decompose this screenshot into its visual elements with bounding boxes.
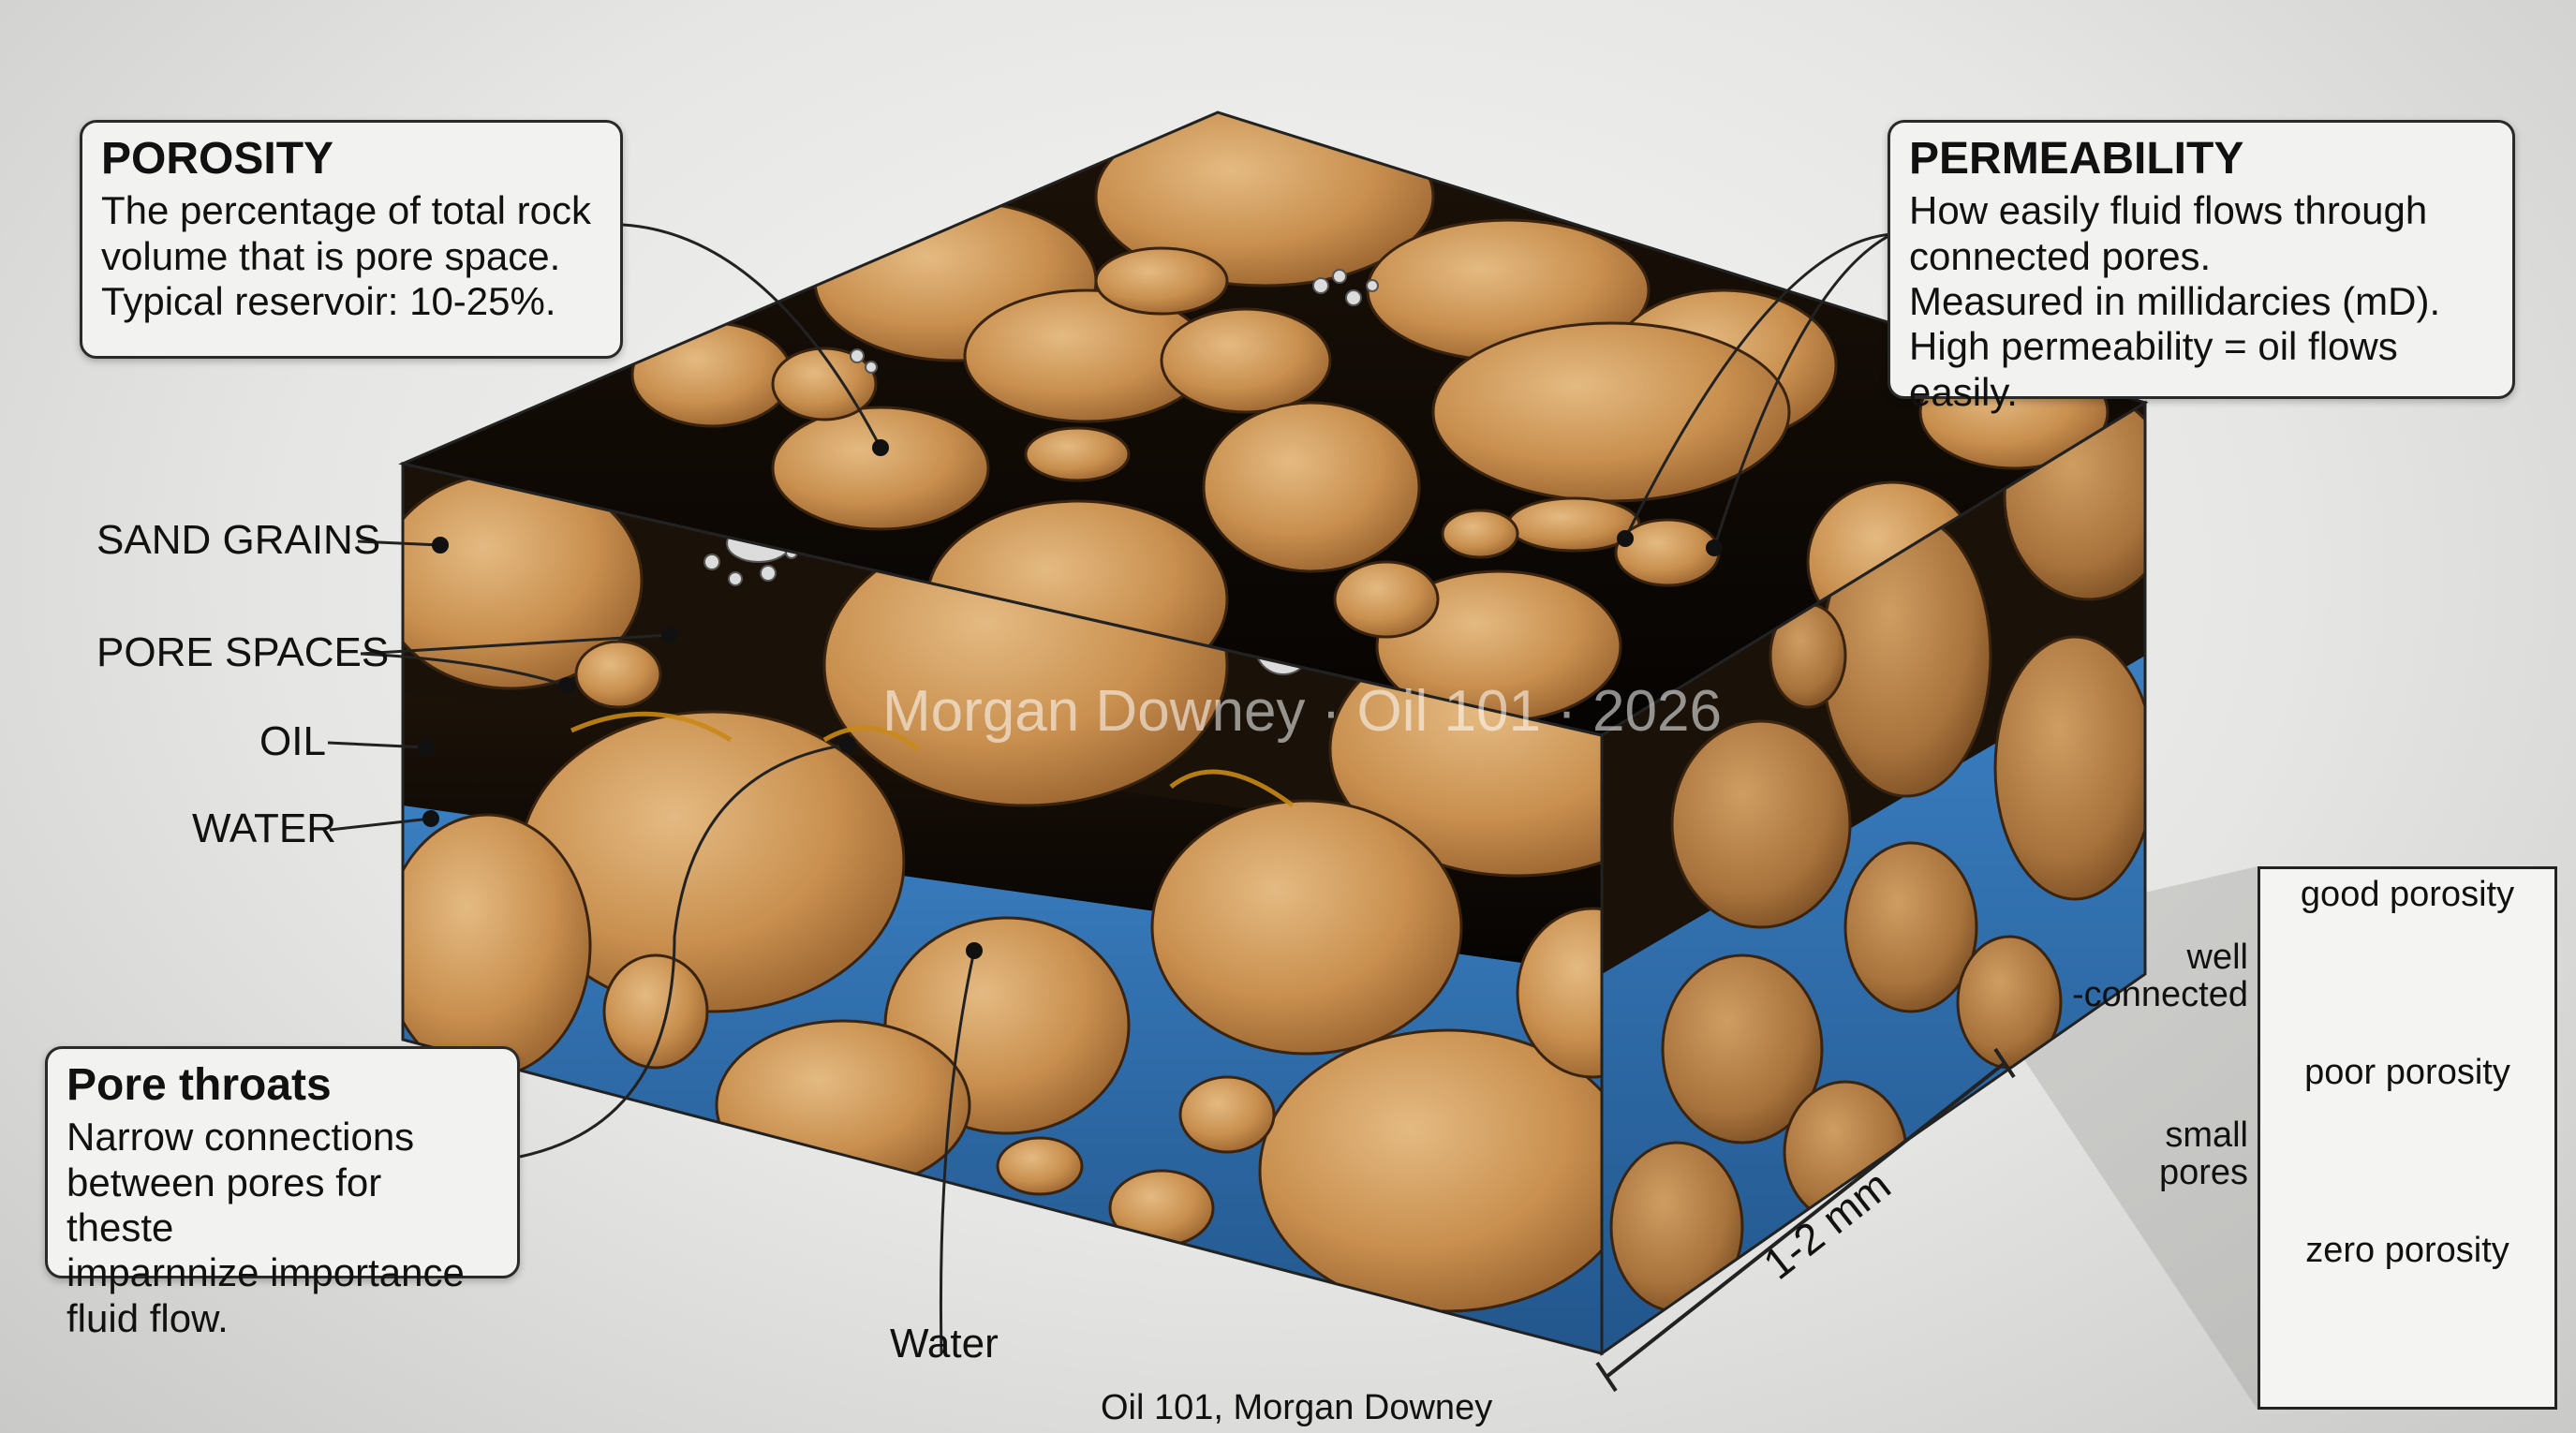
- permeability-title: PERMEABILITY: [1909, 134, 2244, 184]
- permeability-callout: PERMEABILITY How easily fluid flows thro…: [1888, 120, 2515, 414]
- oil-label: OIL: [259, 718, 326, 764]
- scale-bar: [1595, 1047, 2016, 1393]
- inset-title-good: good porosity: [2300, 875, 2515, 914]
- pore-spaces-leader-2: [360, 652, 568, 687]
- porosity-body: The percentage of total rock volume that…: [101, 188, 591, 323]
- credit-label: Oil 101, Morgan Downey: [1101, 1388, 1493, 1427]
- inset-side-good: well -connected: [2071, 938, 2248, 1014]
- sand-grains-label: SAND GRAINS: [96, 517, 381, 563]
- water-leader: [329, 817, 432, 832]
- permeability-leader-1: [1623, 232, 1893, 539]
- leader-lines: [327, 223, 1893, 1354]
- pore-throats-callout: Pore throats Narrow connections between …: [45, 1046, 520, 1340]
- watermark: Morgan Downey · Oil 101 · 2026: [882, 679, 1722, 744]
- right-face: [1602, 403, 2145, 1353]
- oil-leader: [327, 741, 427, 749]
- pore-throats-title: Pore throats: [67, 1060, 332, 1110]
- porosity-callout: POROSITY The percentage of total rock vo…: [80, 120, 623, 359]
- water-bottom-label: Water: [890, 1321, 999, 1367]
- sand-grains-leader: [357, 539, 441, 547]
- permeability-body: How easily fluid flows through connected…: [1909, 188, 2441, 414]
- permeability-leader-2: [1712, 232, 1893, 549]
- water-bottom-leader: [939, 950, 976, 1354]
- block-outline: [398, 111, 2149, 1356]
- porosity-title: POROSITY: [101, 134, 334, 184]
- front-face: [403, 464, 1602, 1353]
- porosity-leader: [622, 223, 882, 449]
- pore-throats-body: Narrow connections between pores for the…: [67, 1115, 465, 1340]
- pore-spaces-leader-1: [360, 633, 671, 656]
- pore-throats-leader: [519, 743, 849, 1159]
- inset-title-poor: poor porosity: [2304, 1053, 2510, 1092]
- pore-spaces-label: PORE SPACES: [96, 629, 390, 675]
- water-label: WATER: [192, 805, 336, 851]
- inset-title-zero: zero porosity: [2305, 1231, 2509, 1270]
- porosity-comparison-inset: good porosity poor porosity zero porosit…: [2258, 866, 2557, 1410]
- inset-side-poor: small pores: [2158, 1115, 2248, 1192]
- leader-dots: [418, 439, 1723, 959]
